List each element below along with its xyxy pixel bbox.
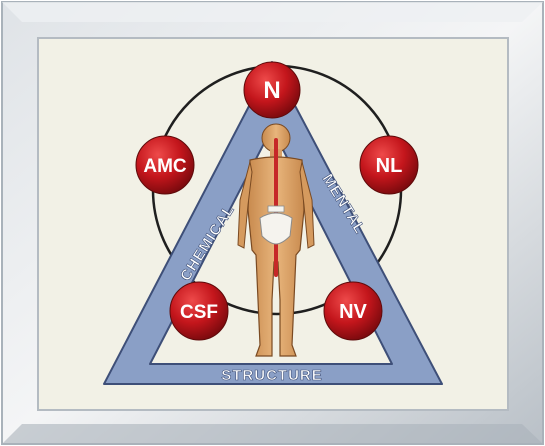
node-upper-right-label: NL bbox=[376, 155, 403, 177]
node-lower-left-label: CSF bbox=[180, 302, 218, 323]
frame-bevel-top bbox=[2, 2, 543, 22]
node-top-label: N bbox=[263, 77, 280, 104]
node-upper-right: NL bbox=[360, 136, 418, 194]
node-upper-left-label: AMC bbox=[143, 156, 187, 177]
side-label-bottom: STRUCTURE bbox=[221, 367, 323, 384]
node-upper-left: AMC bbox=[136, 136, 194, 194]
node-lower-right-label: NV bbox=[339, 301, 367, 323]
frame-bevel-bottom bbox=[2, 424, 543, 444]
node-top: N bbox=[244, 62, 300, 118]
node-lower-left: CSF bbox=[170, 282, 228, 340]
node-lower-right: NV bbox=[324, 282, 382, 340]
sacrum-bone bbox=[268, 206, 284, 212]
